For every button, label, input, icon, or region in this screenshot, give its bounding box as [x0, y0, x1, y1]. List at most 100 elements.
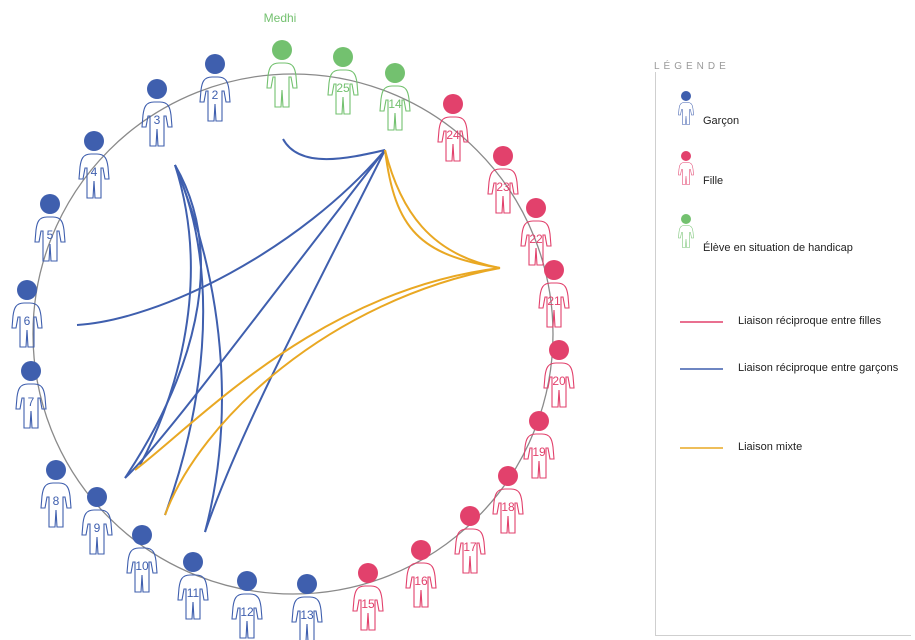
legend-handicap-icon [678, 214, 694, 248]
student-figure-11: 11 [177, 552, 209, 620]
student-figure-22: 22 [520, 198, 552, 266]
student-figure-16: 16 [405, 540, 437, 608]
body-icon [266, 62, 298, 108]
body-icon [454, 528, 486, 574]
link-mixed-10 [134, 267, 501, 471]
head-icon [681, 214, 691, 224]
student-number: 3 [154, 113, 161, 127]
student-figure-4: 4 [78, 131, 110, 199]
body-icon [520, 220, 552, 266]
head-icon [385, 63, 405, 83]
student-number: 18 [501, 500, 515, 514]
legend-box [655, 69, 911, 636]
student-figure-20: 20 [543, 340, 575, 408]
link-mixed-11 [164, 267, 501, 516]
body-icon [291, 596, 323, 640]
body-icon [678, 102, 694, 125]
body-icon [678, 162, 694, 185]
legend-boys-link-label: Liaison réciproque entre garçons [738, 362, 899, 374]
head-icon [498, 466, 518, 486]
student-figure-13: 13 [291, 574, 323, 640]
student-figure-15: 15 [352, 563, 384, 631]
student-figure-23: 23 [487, 146, 519, 214]
head-icon [549, 340, 569, 360]
head-icon [681, 91, 691, 101]
links-layer [76, 138, 501, 533]
student-figure-8: 8 [40, 460, 72, 528]
head-icon [443, 94, 463, 114]
student-number: 16 [414, 574, 428, 588]
body-icon [15, 383, 47, 429]
legend-boy-icon [678, 91, 694, 125]
student-number: 17 [463, 540, 477, 554]
body-icon [379, 85, 411, 131]
head-icon [297, 574, 317, 594]
head-icon [147, 79, 167, 99]
legend-mixed-link-label: Liaison mixte [738, 441, 803, 453]
legend-title: LÉGENDE [652, 61, 734, 72]
head-icon [17, 280, 37, 300]
legend-girl-label: Fille [703, 175, 724, 187]
head-icon [84, 131, 104, 151]
student-figure-18: 18 [492, 466, 524, 534]
student-figure-12: 12 [231, 571, 263, 639]
body-icon [543, 362, 575, 408]
student-number: 5 [47, 228, 54, 242]
student-figure-3: 3 [141, 79, 173, 147]
body-icon [523, 433, 555, 479]
student-figure-24: 24 [437, 94, 469, 162]
head-icon [526, 198, 546, 218]
body-icon [40, 482, 72, 528]
body-icon [487, 168, 519, 214]
head-icon [529, 411, 549, 431]
student-figure-17: 17 [454, 506, 486, 574]
body-icon [199, 76, 231, 122]
link-boys-7 [124, 164, 202, 479]
body-icon [177, 574, 209, 620]
head-icon [411, 540, 431, 560]
head-icon [681, 151, 691, 161]
head-icon [493, 146, 513, 166]
head-icon [87, 487, 107, 507]
body-icon [352, 585, 384, 631]
student-figure-5: 5 [34, 194, 66, 262]
head-icon [460, 506, 480, 526]
legend-boy-label: Garçon [703, 115, 740, 127]
student-number: 10 [135, 559, 149, 573]
head-icon [333, 47, 353, 67]
head-icon [183, 552, 203, 572]
head-icon [544, 260, 564, 280]
link-mixed-12 [384, 149, 501, 269]
link-boys-5 [174, 164, 223, 533]
link-boys-4 [204, 149, 386, 533]
student-number: 4 [91, 165, 98, 179]
student-number: 13 [300, 608, 314, 622]
highlighted-student-name: Medhi [264, 11, 297, 25]
body-icon [327, 69, 359, 115]
student-figure-14: 14 [379, 63, 411, 131]
student-figure-6: 6 [11, 280, 43, 348]
body-icon [126, 547, 158, 593]
student-figure-21: 21 [538, 260, 570, 328]
student-number: 21 [547, 294, 561, 308]
student-number: 25 [336, 81, 350, 95]
head-icon [237, 571, 257, 591]
class-circle [32, 73, 554, 595]
student-number: 8 [53, 494, 60, 508]
student-number: 14 [388, 97, 402, 111]
student-figure-7: 7 [15, 361, 47, 429]
head-icon [358, 563, 378, 583]
head-icon [40, 194, 60, 214]
body-icon [231, 593, 263, 639]
body-icon [437, 116, 469, 162]
body-icon [81, 509, 113, 555]
link-boys-2 [76, 149, 386, 326]
student-figure-10: 10 [126, 525, 158, 593]
body-icon [678, 225, 694, 248]
body-icon [538, 282, 570, 328]
student-number: 9 [94, 521, 101, 535]
head-icon [205, 54, 225, 74]
